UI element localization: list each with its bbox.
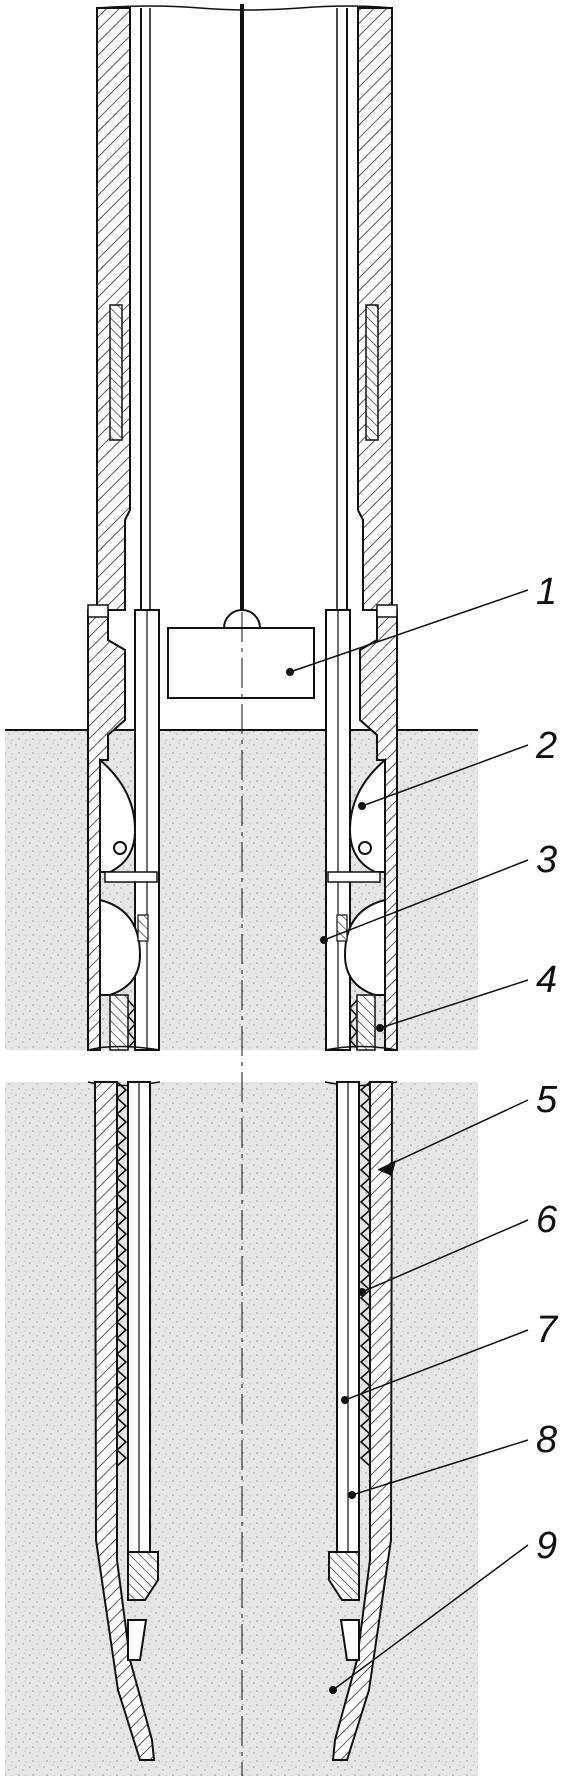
leader-line-7 xyxy=(344,1329,529,1401)
callout-dot-2 xyxy=(358,802,366,810)
latch-dog xyxy=(99,757,386,883)
callout-label-6: 6 xyxy=(536,1199,558,1241)
callout-label-2: 2 xyxy=(535,725,557,767)
callout-label-4: 4 xyxy=(536,959,557,1001)
callout-label-5: 5 xyxy=(536,1079,558,1121)
soil-region xyxy=(5,730,478,1776)
callout-label-8: 8 xyxy=(536,1419,557,1461)
callout-label-1: 1 xyxy=(536,571,557,613)
callout-dot-7 xyxy=(341,1396,349,1404)
leader-line-5 xyxy=(377,1099,529,1171)
callout-label-3: 3 xyxy=(536,839,557,881)
probe-block xyxy=(167,627,315,699)
leader-line-4 xyxy=(379,979,529,1029)
callout-label-7: 7 xyxy=(536,1309,559,1351)
lower-casing xyxy=(93,1081,394,1761)
leader-line-3 xyxy=(323,859,529,941)
leader-line-2 xyxy=(361,744,529,807)
callout-dot-4 xyxy=(376,1024,384,1032)
leader-line-1 xyxy=(289,589,529,673)
outer-drill-pipe xyxy=(96,5,393,611)
callout-dots xyxy=(286,668,396,1694)
break-gap xyxy=(0,1050,583,1082)
callout-dot-8 xyxy=(348,1491,356,1499)
callout-dot-1 xyxy=(286,668,294,676)
callout-arrow-5 xyxy=(378,1160,396,1176)
seal-lock xyxy=(99,898,386,996)
leader-line-6 xyxy=(361,1219,529,1293)
callout-dot-3 xyxy=(320,936,328,944)
sample-sleeve-upper xyxy=(109,994,376,1051)
leader-line-8 xyxy=(351,1439,529,1496)
callouts xyxy=(289,589,529,1691)
callout-label-9: 9 xyxy=(536,1525,557,1567)
callout-dot-6 xyxy=(358,1288,366,1296)
callout-dot-9 xyxy=(329,1686,337,1694)
leader-line-9 xyxy=(332,1544,529,1691)
